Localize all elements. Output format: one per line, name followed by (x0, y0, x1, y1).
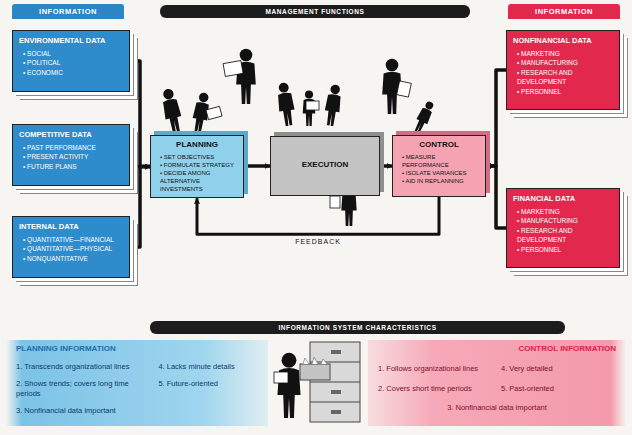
box-item: 4. Very detailed (501, 364, 616, 381)
box-item: • QUANTITATIVE—PHYSICAL (19, 244, 123, 253)
box-item: • PRESENT ACTIVITY (19, 152, 123, 161)
box-item: • PERSONNEL (513, 87, 613, 96)
flow-arrow (244, 164, 270, 168)
flow-arrow (486, 70, 506, 166)
box-item: 2. Covers short time periods (378, 384, 493, 401)
section-bar: MANAGEMENT FUNCTIONS (160, 5, 470, 18)
box-item: • QUANTITATIVE—FINANCIAL (19, 235, 123, 244)
text-group: EXECUTION (302, 160, 349, 173)
box-item: • MANUFACTURING (513, 216, 613, 225)
box-item: • ISOLATE VARIANCES (398, 169, 480, 177)
box-item: • MANUFACTURING (513, 58, 613, 67)
data-box: ENVIRONMENTAL DATA • SOCIAL• POLITICAL• E… (12, 30, 130, 92)
box-item: 2. Shows trends; covers long time period… (16, 379, 150, 403)
box-item: 1. Follows organizational lines (378, 364, 493, 381)
box-item: • MARKETING (513, 49, 613, 58)
box-item: • PAST PERFORMANCE (19, 143, 123, 152)
box-item: • AID IN REPLANNING (398, 177, 480, 185)
box-item: 1. Transcends organizational lines (16, 362, 150, 376)
box-item: 3. Nonfinancial data important (378, 403, 616, 420)
box-heading: INTERNAL DATA (19, 222, 123, 233)
box-item: • NONQUANTITATIVE (19, 254, 123, 263)
flow-arrow (130, 61, 150, 167)
box-heading: INFORMATION (16, 7, 120, 16)
flow-arrow (486, 166, 506, 228)
data-box: NONFINANCIAL DATA • MARKETING• MANUFACTUR… (506, 30, 620, 110)
flow-arrow (197, 197, 439, 234)
edge-label: FEEDBACK (292, 238, 344, 245)
box-heading: CONTROL (398, 140, 480, 151)
box-item: • SET OBJECTIVES (156, 153, 238, 161)
box-item: • POLITICAL (19, 58, 123, 67)
box-item: • DECIDE AMONG ALTERNATIVE INVESTMENTS (156, 169, 238, 193)
box-item: • PERSONNEL (513, 245, 613, 254)
process-box: EXECUTION (270, 136, 380, 196)
flow-arrow (380, 164, 392, 168)
data-box: FINANCIAL DATA • MARKETING• MANUFACTURING… (506, 188, 620, 268)
box-item: • SOCIAL (19, 49, 123, 58)
box-item: 5. Past-oriented (501, 384, 616, 401)
box-heading: INFORMATION SYSTEM CHARACTERISTICS (154, 324, 561, 331)
box-item: 5. Future-oriented (158, 379, 258, 403)
box-item: • MARKETING (513, 207, 613, 216)
box-item: • FUTURE PLANS (19, 162, 123, 171)
box-item: • RESEARCH AND DEVELOPMENT (513, 68, 613, 87)
data-box: COMPETITIVE DATA • PAST PERFORMANCE• PRES… (12, 124, 130, 186)
data-box: INTERNAL DATA • QUANTITATIVE—FINANCIAL• Q… (12, 216, 130, 278)
box-item: • ECONOMIC (19, 68, 123, 77)
box-heading: CONTROL INFORMATION (378, 344, 616, 361)
box-item: • FORMULATE STRATEGY (156, 161, 238, 169)
section-tab: INFORMATION (508, 4, 620, 19)
box-item: 3. Nonfinancial data important (16, 406, 150, 420)
box-heading: PLANNING (156, 140, 238, 151)
box-heading: COMPETITIVE DATA (19, 130, 123, 141)
box-heading: EXECUTION (302, 160, 349, 171)
box-heading: PLANNING INFORMATION (16, 344, 258, 359)
box-item: • MEASURE PERFORMANCE (398, 153, 480, 169)
box-heading: ENVIRONMENTAL DATA (19, 36, 123, 47)
box-heading: INFORMATION (512, 7, 616, 16)
section-tab: INFORMATION (12, 4, 124, 19)
process-box: CONTROL • MEASURE PERFORMANCE• ISOLATE VA… (392, 135, 486, 197)
process-box: PLANNING • SET OBJECTIVES• FORMULATE STRA… (150, 135, 244, 198)
characteristics-band: PLANNING INFORMATION 1. Transcends organi… (6, 340, 268, 426)
box-heading: NONFINANCIAL DATA (513, 36, 613, 47)
file-cabinet (274, 342, 360, 422)
box-heading: FINANCIAL DATA (513, 194, 613, 205)
flow-arrow (130, 167, 150, 247)
section-bar: INFORMATION SYSTEM CHARACTERISTICS (150, 321, 565, 334)
box-item: • RESEARCH AND DEVELOPMENT (513, 226, 613, 245)
box-item: 4. Lacks minute details (158, 362, 258, 376)
characteristics-band: CONTROL INFORMATION 1. Follows organizati… (368, 340, 626, 426)
box-heading: MANAGEMENT FUNCTIONS (164, 8, 466, 15)
